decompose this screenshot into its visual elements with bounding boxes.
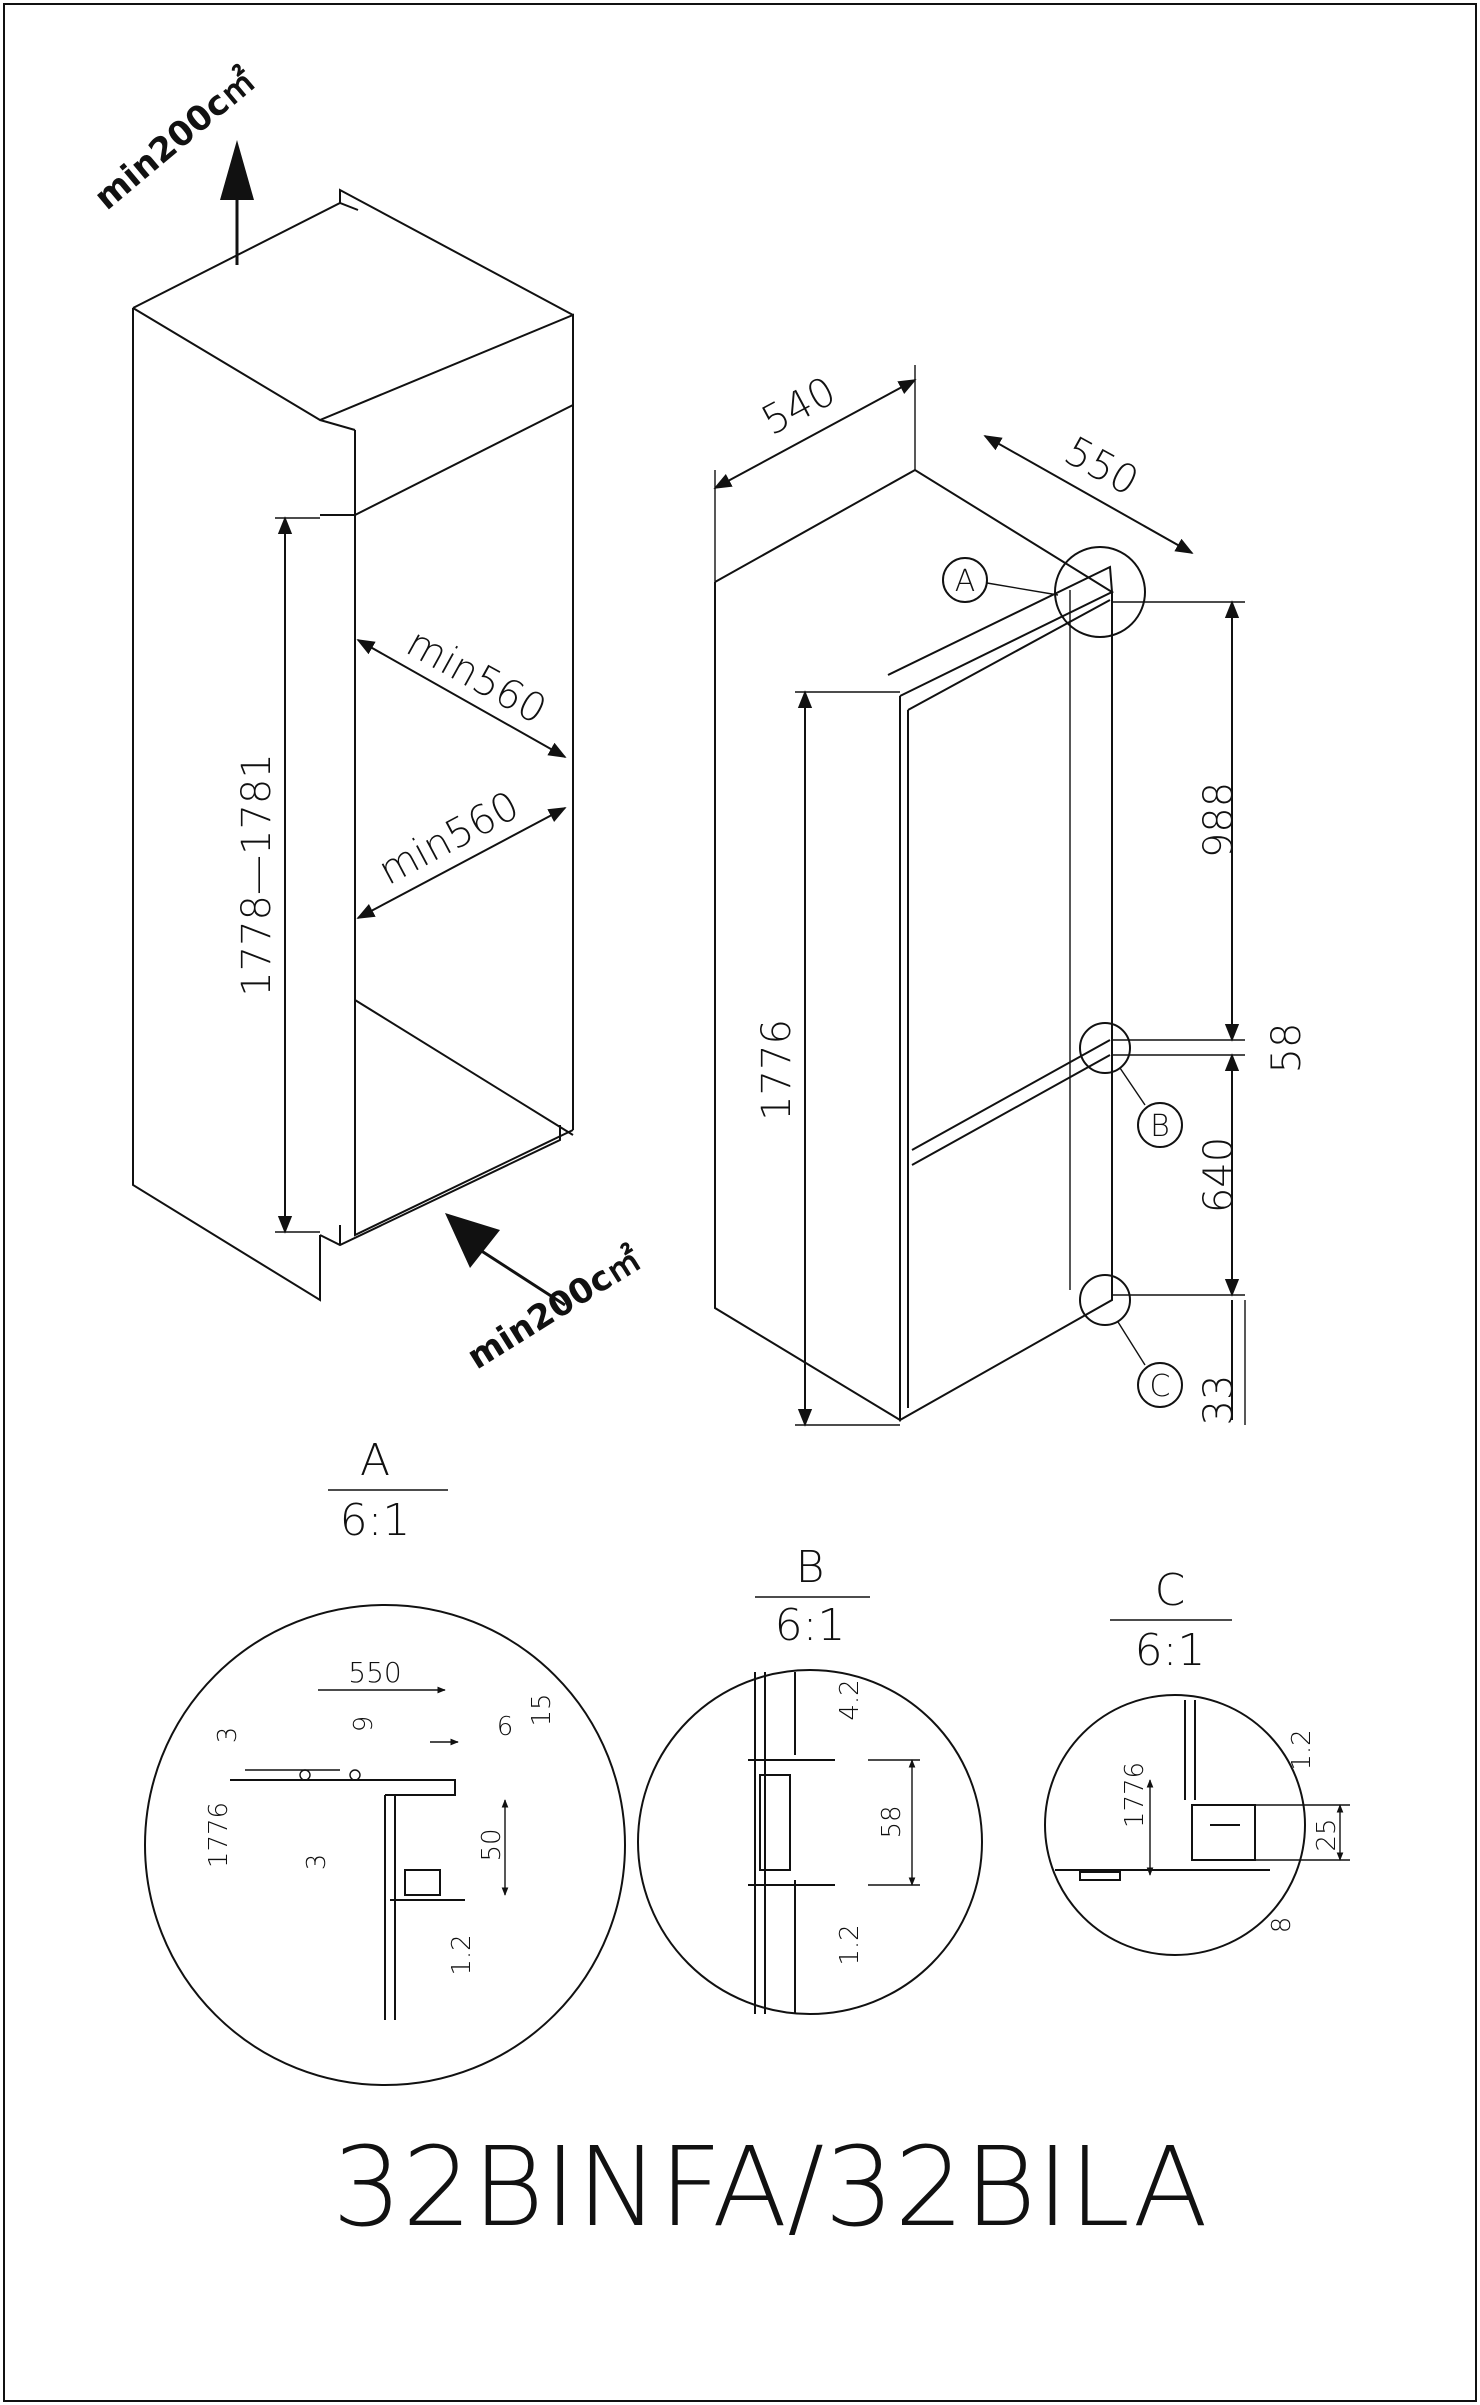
detail-b-dim-58: 58	[877, 1805, 907, 1838]
upper-section-label: 988	[1196, 782, 1242, 858]
detail-a-title: A	[360, 1435, 390, 1486]
detail-a-dim-3a: 3	[213, 1727, 243, 1744]
detail-a-dim-15: 15	[527, 1693, 557, 1726]
detail-b-circle	[637, 1669, 983, 2015]
appliance-width-label: 540	[754, 368, 843, 444]
model-name: 32BINFA/32BILA	[332, 2123, 1208, 2251]
detail-c-scale: 6:1	[1135, 1625, 1206, 1676]
detail-b: B 6:1 4.2 58 1.2	[637, 1542, 983, 2015]
detail-a-dim-6: 6	[497, 1712, 514, 1742]
gap-label: 58	[1264, 1023, 1310, 1074]
lower-section-label: 640	[1196, 1137, 1242, 1213]
detail-c-circle	[1044, 1694, 1306, 1956]
detail-a-circle	[144, 1604, 626, 2086]
appliance-depth-label: 550	[1057, 428, 1146, 505]
callout-c-bubble	[1137, 1362, 1183, 1408]
sheet-border	[3, 3, 1477, 2402]
cabinet-drawing: 1778—1781 min560 min560 min200c㎡ min200c…	[87, 61, 648, 1378]
callout-c-circle	[1079, 1274, 1131, 1326]
detail-c-dim-8: 8	[1267, 1917, 1297, 1934]
detail-a: A 6:1 550 3 9 6 15 1776 3 50 1.2	[144, 1435, 626, 2086]
appliance-height-label: 1776	[754, 1019, 800, 1121]
cabinet-height-label: 1778—1781	[234, 753, 280, 997]
appliance-drawing: 540 550 1776 988 58 640 33 A B C	[713, 365, 1310, 1427]
detail-c: C 6:1 1776 1.2 25 8	[1044, 1565, 1350, 1956]
detail-a-dim-9: 9	[349, 1716, 379, 1733]
callout-b-letter: B	[1150, 1109, 1170, 1144]
detail-c-dim-1776: 1776	[1120, 1762, 1150, 1828]
detail-c-dim-25: 25	[1312, 1818, 1342, 1851]
callout-c-letter: C	[1150, 1369, 1171, 1404]
cabinet-width-label: min560	[371, 783, 527, 895]
detail-a-scale: 6:1	[340, 1495, 411, 1546]
callout-a-bubble	[942, 557, 988, 603]
detail-c-dim-1-2: 1.2	[1287, 1729, 1317, 1770]
detail-b-title: B	[796, 1542, 825, 1593]
detail-b-dim-4-2: 4.2	[835, 1679, 865, 1720]
detail-a-dim-550: 550	[348, 1656, 401, 1689]
callout-a-circle	[1054, 546, 1146, 638]
detail-a-dim-3b: 3	[302, 1854, 332, 1871]
detail-b-scale: 6:1	[775, 1600, 846, 1651]
detail-a-dim-1776: 1776	[204, 1802, 234, 1868]
detail-b-dim-1-2: 1.2	[835, 1924, 865, 1965]
detail-c-title: C	[1155, 1565, 1186, 1616]
callout-b-circle	[1079, 1022, 1131, 1074]
detail-a-dim-1-2: 1.2	[447, 1934, 477, 1975]
callout-a-letter: A	[955, 564, 976, 599]
vent-bottom-label: min200c㎡	[460, 1240, 648, 1378]
callout-b-bubble	[1137, 1102, 1183, 1148]
bottom-gap-label: 33	[1196, 1375, 1242, 1426]
detail-a-dim-50: 50	[477, 1828, 507, 1861]
